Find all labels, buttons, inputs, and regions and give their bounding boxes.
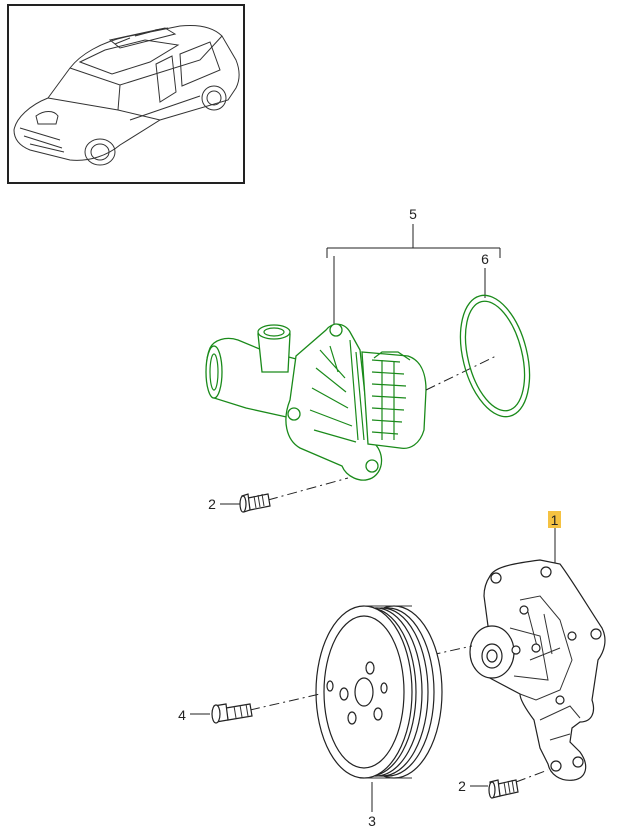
callout-5-label: 5 bbox=[409, 206, 417, 222]
callout-4-label: 4 bbox=[178, 707, 186, 723]
axis-line-housing bbox=[425, 355, 497, 391]
callout-4[interactable]: 4 bbox=[178, 707, 210, 723]
bolt-lower[interactable] bbox=[488, 769, 549, 799]
water-pump[interactable] bbox=[469, 559, 606, 781]
vehicle-thumbnail[interactable] bbox=[7, 4, 245, 184]
callout-1[interactable]: 1 bbox=[548, 511, 561, 566]
callout-2-upper[interactable]: 2 bbox=[208, 496, 240, 512]
callout-2-lower-label: 2 bbox=[458, 778, 466, 794]
callout-1-label: 1 bbox=[551, 512, 559, 528]
callout-6-label: 6 bbox=[481, 251, 489, 267]
bolt-pulley[interactable] bbox=[211, 693, 321, 724]
callout-3[interactable]: 3 bbox=[368, 782, 376, 829]
thermostat-housing[interactable] bbox=[205, 323, 427, 481]
axis-line-pump bbox=[371, 645, 473, 669]
callout-6[interactable]: 6 bbox=[481, 251, 489, 298]
callout-3-label: 3 bbox=[368, 813, 376, 829]
callout-2-upper-label: 2 bbox=[208, 496, 216, 512]
callout-5[interactable]: 5 bbox=[326, 206, 501, 326]
belt-pulley[interactable] bbox=[315, 605, 443, 779]
callout-2-lower[interactable]: 2 bbox=[458, 778, 488, 794]
callout-1-highlight bbox=[548, 511, 561, 528]
bolt-upper[interactable] bbox=[239, 477, 349, 513]
o-ring-gasket[interactable] bbox=[449, 288, 541, 424]
